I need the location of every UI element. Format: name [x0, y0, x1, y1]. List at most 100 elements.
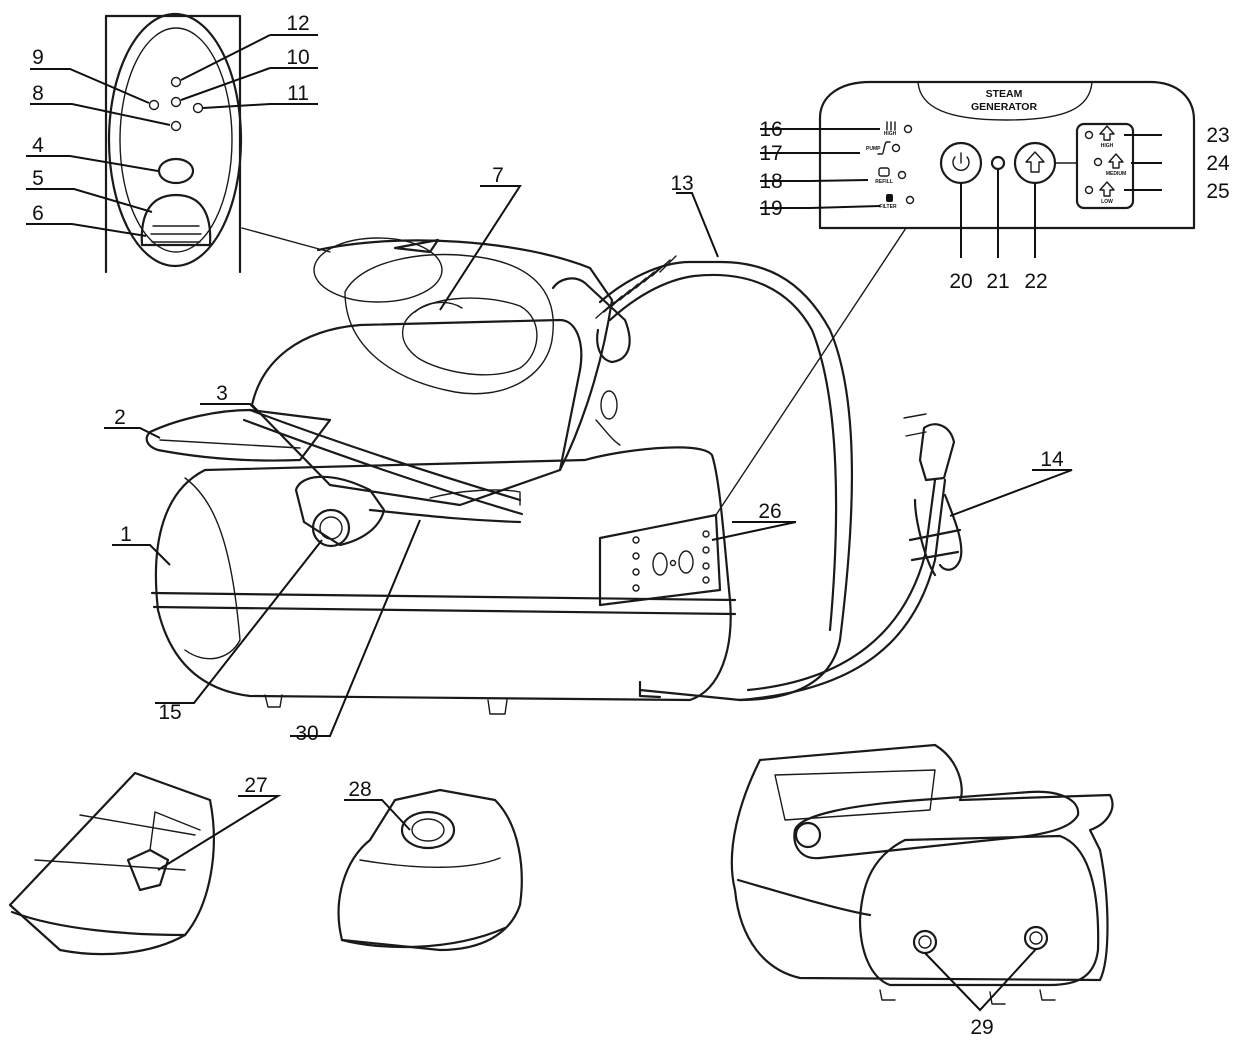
base-side-shell [184, 477, 241, 660]
label-9: 9 [32, 46, 44, 69]
power-icon [952, 152, 970, 171]
label-12: 12 [286, 12, 309, 35]
filter-icon [886, 194, 893, 202]
base-stripe-top [150, 591, 737, 602]
base-screw-inner [918, 935, 932, 949]
steam-low-icon [1099, 181, 1115, 197]
part-numbers: 9 8 4 5 6 12 10 11 7 13 14 3 2 1 15 30 2… [32, 12, 1230, 1039]
base-display-26 [598, 513, 722, 607]
detail-29 [730, 743, 1114, 1005]
lamp-17 [891, 143, 901, 153]
display-dot [632, 584, 640, 592]
detail-27 [8, 771, 215, 956]
tag-steam-low: LOW [1101, 199, 1113, 205]
display-dot [632, 536, 640, 544]
power-lamp-21 [990, 155, 1006, 171]
display-dot [702, 562, 710, 570]
iron-handle [316, 239, 614, 472]
detail-28-edge [359, 857, 501, 868]
steam-hose-13 [598, 260, 853, 702]
lock-housing [294, 475, 386, 547]
water-filler-7 [414, 301, 463, 313]
display-dot [632, 552, 640, 560]
power-cord-inner [746, 478, 937, 692]
detail-27-rim [10, 910, 187, 937]
label-4: 4 [32, 134, 44, 157]
tag-filter: FILTER [879, 204, 897, 210]
base-feet [264, 694, 508, 715]
indicator-12 [170, 76, 182, 88]
label-1: 1 [120, 523, 132, 546]
label-15: 15 [158, 701, 181, 724]
detail-28-body [337, 788, 523, 952]
latch-detail [149, 811, 201, 851]
label-24: 24 [1206, 152, 1230, 175]
plug-pins [903, 413, 927, 437]
detail-28 [337, 788, 523, 952]
label-19: 19 [759, 197, 782, 220]
label-21: 21 [986, 270, 1009, 293]
detail-29-body [730, 743, 1114, 982]
hose-base-clip [638, 680, 662, 699]
label-16: 16 [759, 118, 782, 141]
detail-29-knob [794, 821, 822, 849]
label-28: 28 [348, 778, 371, 801]
handle-closeup-inset [104, 12, 331, 274]
handle-trigger [393, 238, 440, 254]
trigger-grip-6 [150, 225, 202, 243]
display-window [678, 550, 694, 574]
water-inlet-inner [411, 818, 445, 842]
label-8: 8 [32, 82, 44, 105]
label-30: 30 [295, 722, 318, 745]
tag-steam-high: HIGH [1101, 143, 1114, 149]
display-dot [702, 546, 710, 554]
label-20: 20 [949, 270, 972, 293]
refill-icon [878, 167, 890, 177]
label-26: 26 [758, 500, 781, 523]
steam-trigger-5 [140, 193, 212, 247]
filter-latch-27 [126, 848, 170, 892]
tag-steam-medium: MEDIUM [1106, 171, 1126, 177]
display-dot [702, 530, 710, 538]
base-screw-inner [1029, 931, 1043, 945]
base-stripe-bottom [152, 605, 737, 616]
label-14: 14 [1040, 448, 1064, 471]
locking-bar-30 [368, 508, 522, 524]
soleplate-edge-3b [242, 418, 524, 516]
label-3: 3 [216, 382, 228, 405]
label-7: 7 [492, 164, 504, 187]
steam-button-22 [1013, 141, 1057, 185]
display-dot [632, 568, 640, 576]
power-cord [738, 478, 947, 702]
label-13: 13 [670, 172, 693, 195]
display-window [652, 552, 668, 576]
lamp-16 [903, 124, 913, 134]
detail-29-feet [879, 989, 1056, 1005]
lamp-19 [905, 195, 915, 205]
indicator-9 [148, 99, 160, 111]
plug-14 [918, 423, 956, 482]
label-17: 17 [759, 142, 782, 165]
iron-rear [551, 277, 631, 364]
iron-rear-button [600, 390, 618, 420]
steam-high-icon [1099, 125, 1115, 141]
temperature-icon [886, 121, 896, 131]
base-station [154, 446, 732, 702]
leader-lines [26, 34, 1162, 1012]
label-27: 27 [244, 774, 267, 797]
detail-29-handle [793, 790, 1080, 860]
detail-29-open-base [858, 834, 1100, 987]
label-11: 11 [287, 82, 309, 105]
label-6: 6 [32, 202, 44, 225]
steam-medium-icon [1108, 153, 1124, 169]
label-25: 25 [1206, 180, 1229, 203]
steam-level-group [1075, 122, 1135, 210]
hose-spring [595, 255, 677, 319]
lamp-24 [1093, 157, 1103, 167]
display-dot [669, 559, 677, 567]
detail-29-stripe [736, 878, 872, 917]
indicator-8 [170, 120, 182, 132]
handle-grip-opening [344, 253, 554, 395]
indicator-11 [192, 102, 204, 114]
